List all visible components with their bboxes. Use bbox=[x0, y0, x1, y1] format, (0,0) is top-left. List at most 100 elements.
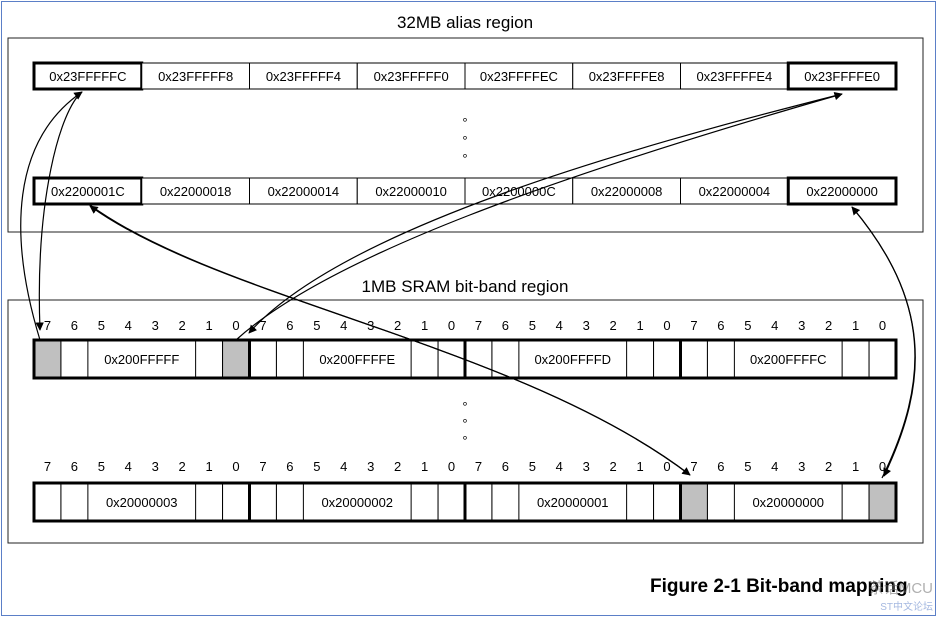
byte-address-label: 0x20000001 bbox=[537, 495, 609, 510]
byte-address-label: 0x20000003 bbox=[106, 495, 178, 510]
bit-cell bbox=[410, 482, 439, 522]
alias-address-label: 0x23FFFFEC bbox=[480, 69, 558, 84]
alias-address-label: 0x23FFFFE8 bbox=[589, 69, 665, 84]
alias-cell bbox=[356, 177, 466, 205]
bit-cell bbox=[33, 482, 62, 522]
bit-number: 3 bbox=[152, 459, 159, 474]
bit-cell bbox=[464, 339, 493, 379]
alias-cell bbox=[141, 62, 250, 90]
bit-number: 4 bbox=[556, 459, 563, 474]
bit-number: 3 bbox=[583, 459, 590, 474]
bit-number: 6 bbox=[502, 459, 509, 474]
bit-cell bbox=[195, 339, 224, 379]
bit-cell bbox=[491, 339, 520, 379]
shaded-bit-cell bbox=[868, 482, 897, 522]
bit-number: 0 bbox=[879, 318, 886, 333]
bit-number: 4 bbox=[556, 318, 563, 333]
bit-number: 3 bbox=[583, 318, 590, 333]
bit-number: 1 bbox=[852, 459, 859, 474]
bit-cell bbox=[437, 339, 466, 379]
bit-number: 0 bbox=[448, 459, 455, 474]
bit-number: 1 bbox=[636, 459, 643, 474]
alias-cell bbox=[680, 62, 789, 90]
bit-number: 1 bbox=[205, 318, 212, 333]
bit-cell bbox=[626, 339, 655, 379]
bit-number: 6 bbox=[717, 318, 724, 333]
byte-address-label: 0x200FFFFC bbox=[750, 352, 827, 367]
bit-cell bbox=[249, 339, 277, 379]
bit-number: 1 bbox=[421, 318, 428, 333]
byte-box bbox=[679, 481, 898, 523]
bit-number: 7 bbox=[44, 318, 51, 333]
ellipsis-dot: ° bbox=[462, 115, 467, 130]
alias-cell bbox=[141, 177, 250, 205]
mapping-arrow-top-bit0 bbox=[248, 93, 843, 334]
ellipsis-dot: ° bbox=[462, 133, 467, 148]
bit-cell bbox=[868, 339, 897, 379]
bit-number: 4 bbox=[340, 318, 347, 333]
shaded-bit-cell bbox=[33, 339, 62, 379]
bit-number: 4 bbox=[340, 459, 347, 474]
bit-number: 7 bbox=[475, 459, 482, 474]
bit-number: 4 bbox=[771, 318, 778, 333]
bit-number: 5 bbox=[98, 318, 105, 333]
bit-number: 2 bbox=[394, 459, 401, 474]
bit-number: 6 bbox=[286, 318, 293, 333]
bit-number: 1 bbox=[852, 318, 859, 333]
mapping-arrow-top-bit7-return bbox=[35, 91, 83, 331]
byte-address-label: 0x200FFFFF bbox=[104, 352, 179, 367]
bit-cell bbox=[60, 482, 89, 522]
bit-cell bbox=[437, 482, 466, 522]
bit-number: 7 bbox=[259, 318, 266, 333]
bit-number: 5 bbox=[529, 459, 536, 474]
bit-number: 0 bbox=[448, 318, 455, 333]
bit-number: 6 bbox=[71, 318, 78, 333]
watermark: 茶话MCU ST中文论坛 bbox=[869, 577, 933, 613]
alias-address-label: 0x23FFFFF8 bbox=[158, 69, 233, 84]
bit-number: 2 bbox=[610, 459, 617, 474]
shaded-bit-cell bbox=[222, 339, 250, 379]
bit-number: 0 bbox=[663, 318, 670, 333]
bit-cell bbox=[195, 482, 224, 522]
bit-cell bbox=[275, 339, 304, 379]
bit-number: 3 bbox=[798, 459, 805, 474]
mapping-arrow-top-bit7 bbox=[20, 91, 83, 341]
bit-number: 0 bbox=[879, 459, 886, 474]
alias-cell bbox=[464, 62, 574, 90]
bit-number: 4 bbox=[771, 459, 778, 474]
alias-address-label: 0x22000000 bbox=[806, 184, 878, 199]
ellipsis-dot: ° bbox=[462, 416, 467, 431]
alias-address-label: 0x22000010 bbox=[375, 184, 447, 199]
bit-number: 5 bbox=[529, 318, 536, 333]
mapping-arrow-bottom-bit7-return bbox=[89, 205, 691, 476]
bit-cell bbox=[249, 482, 277, 522]
alias-cell bbox=[786, 176, 898, 206]
alias-cell bbox=[572, 62, 681, 90]
alias-cell bbox=[680, 177, 789, 205]
bit-cell bbox=[680, 339, 708, 379]
bitband-region-box bbox=[7, 299, 924, 544]
ellipsis-dot: ° bbox=[462, 399, 467, 414]
bit-number: 3 bbox=[367, 459, 374, 474]
bit-number: 2 bbox=[179, 318, 186, 333]
bit-cell bbox=[653, 339, 681, 379]
bit-number: 6 bbox=[71, 459, 78, 474]
byte-address-label: 0x200FFFFE bbox=[319, 352, 395, 367]
bit-number: 4 bbox=[125, 318, 132, 333]
bit-number: 6 bbox=[717, 459, 724, 474]
bit-number: 7 bbox=[690, 318, 697, 333]
bit-number: 0 bbox=[663, 459, 670, 474]
bit-number: 5 bbox=[744, 318, 751, 333]
byte-address-label: 0x200FFFFD bbox=[534, 352, 611, 367]
alias-region-box bbox=[7, 37, 924, 233]
bit-number: 6 bbox=[502, 318, 509, 333]
bit-cell bbox=[653, 482, 681, 522]
alias-address-label: 0x2200000C bbox=[482, 184, 556, 199]
bit-number: 7 bbox=[44, 459, 51, 474]
mapping-arrow-top-bit0-up bbox=[235, 92, 843, 341]
byte-box bbox=[679, 338, 898, 380]
